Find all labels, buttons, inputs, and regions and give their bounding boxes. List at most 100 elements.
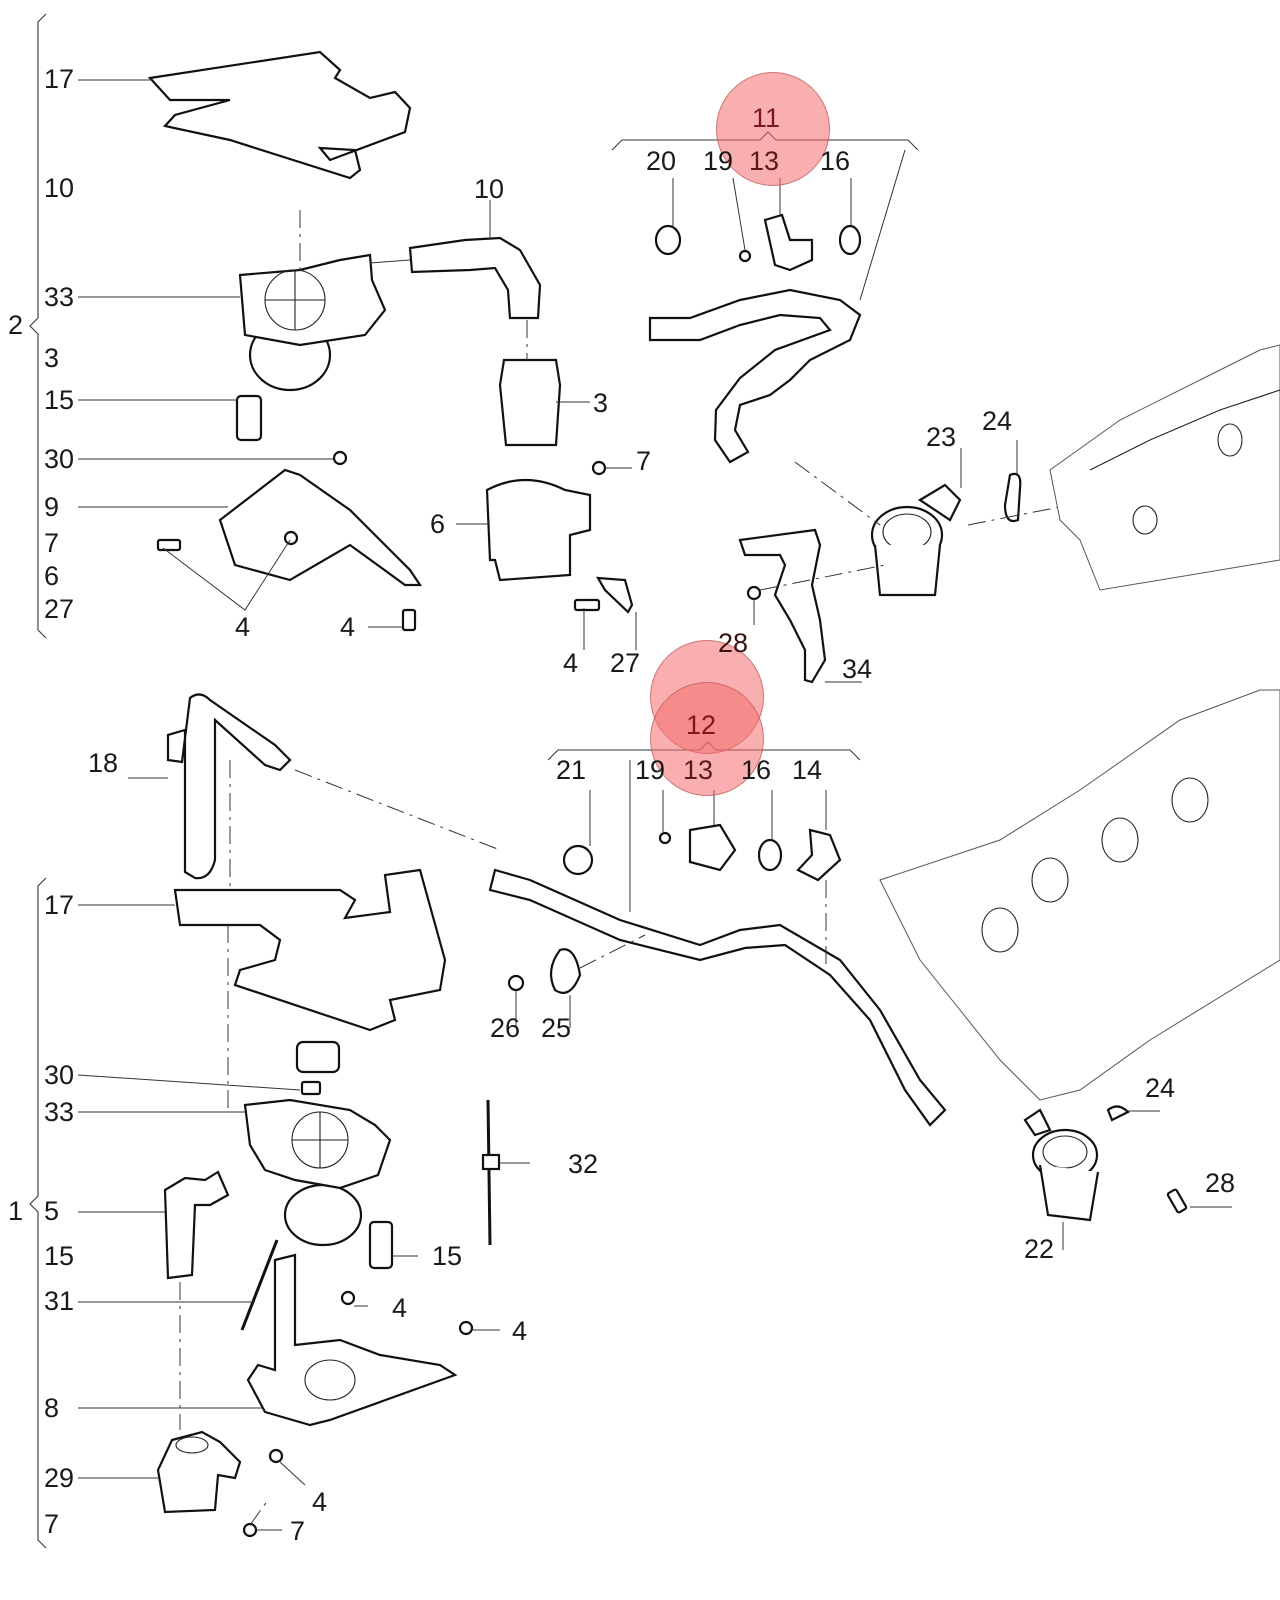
part-8-bracket [246, 1253, 458, 1427]
part-33-air-pump-top [238, 253, 387, 392]
callout-18: 18 [88, 748, 119, 778]
part-34-bracket [738, 528, 827, 684]
part-32-cable-tie [486, 1099, 492, 1246]
part-14-strap [796, 828, 842, 882]
g2-item-6: 6 [44, 561, 60, 591]
callout-13-top: 13 [749, 146, 780, 176]
callout-4-e: 4 [392, 1293, 408, 1323]
part-4-screw-d [573, 598, 601, 612]
callout-16-bottom: 16 [741, 755, 772, 785]
callout-6: 6 [430, 509, 446, 539]
callout-28-top: 28 [718, 628, 749, 658]
g1-item-29: 29 [44, 1463, 75, 1493]
part-10-hose [408, 236, 542, 320]
part-26-bolt [507, 974, 525, 992]
g2-item-9: 9 [44, 492, 60, 522]
callout-7-bottom: 7 [290, 1516, 306, 1546]
callout-32: 32 [568, 1149, 599, 1179]
part-16-clamp-top [838, 224, 862, 256]
callout-14: 14 [792, 755, 823, 785]
g1-item-33: 33 [44, 1097, 75, 1127]
g1-item-17: 17 [44, 890, 75, 920]
kit-12-label: 12 [686, 710, 717, 740]
part-17-bracket-bottom [173, 868, 447, 1032]
callout-26: 26 [490, 1013, 521, 1043]
part-24-gasket-bottom [1106, 1105, 1130, 1122]
kit-11-highlight[interactable] [716, 72, 830, 186]
part-15-sleeve-top [235, 394, 263, 442]
part-19-bolt-bottom [658, 831, 672, 845]
part-22-combi-valve [1023, 1108, 1100, 1222]
part-20-clamp [654, 224, 682, 256]
part-28-bolt-top [746, 585, 762, 601]
part-6-holder [485, 478, 592, 582]
part-4-screw-f [458, 1320, 474, 1336]
g2-item-15: 15 [44, 385, 75, 415]
part-31-cable-tie [240, 1239, 279, 1331]
part-7-nut-bottom [242, 1522, 258, 1538]
part-18-hose [166, 693, 292, 880]
g2-item-17: 17 [44, 64, 75, 94]
part-4-screw-c [401, 608, 417, 632]
callout-7-top: 7 [636, 446, 652, 476]
part-13-bracket-top [763, 213, 814, 272]
callout-4-f: 4 [512, 1316, 528, 1346]
callout-20: 20 [646, 146, 677, 176]
g2-item-27: 27 [44, 594, 75, 624]
callout-22: 22 [1024, 1234, 1055, 1264]
kit-11-label: 11 [752, 103, 781, 133]
callout-27: 27 [610, 648, 641, 678]
part-11-hose [648, 288, 862, 464]
part-15-sleeve-bottom [368, 1220, 394, 1270]
part-23-combi-valve [870, 483, 962, 597]
part-32-tie-clip [481, 1153, 501, 1171]
part-30-clip-top [332, 450, 348, 466]
part-4-screw-a [156, 538, 182, 552]
g2-item-3: 3 [44, 343, 60, 373]
callout-21: 21 [556, 755, 587, 785]
callout-28-bottom: 28 [1205, 1168, 1236, 1198]
part-30-clip-bottom [300, 1080, 322, 1096]
callout-13-bottom: 13 [683, 755, 714, 785]
part-24-gasket-top [1003, 472, 1022, 523]
callout-23: 23 [926, 422, 957, 452]
part-5-elbow [163, 1170, 230, 1280]
g1-item-5: 5 [44, 1196, 60, 1226]
group-1-label: 1 [8, 1196, 24, 1226]
engine-cylinder-head-bottom [879, 689, 1280, 1101]
part-3-connector [498, 358, 562, 447]
callout-4-g: 4 [312, 1487, 328, 1517]
g2-item-30: 30 [44, 444, 75, 474]
callout-24-bottom: 24 [1145, 1073, 1176, 1103]
group-1-brace [29, 877, 47, 1549]
g2-item-33: 33 [44, 282, 75, 312]
part-17-bracket-top [147, 50, 412, 180]
group-2-brace [29, 13, 47, 639]
callout-16-top: 16 [820, 146, 851, 176]
part-16-clamp-bottom [757, 838, 783, 872]
g1-item-31: 31 [44, 1286, 75, 1316]
g1-item-30: 30 [44, 1060, 75, 1090]
callout-15-bottom: 15 [432, 1241, 463, 1271]
callout-3: 3 [593, 388, 609, 418]
g2-item-10: 10 [44, 173, 75, 203]
callout-25: 25 [541, 1013, 572, 1043]
g1-item-7: 7 [44, 1509, 60, 1539]
part-28-bolt-bottom [1166, 1188, 1188, 1214]
part-4-screw-e [340, 1290, 356, 1306]
callout-24-top: 24 [982, 406, 1013, 436]
g1-item-15: 15 [44, 1241, 75, 1271]
part-4-screw-g [268, 1448, 284, 1464]
part-12-pipe [488, 868, 947, 1127]
callout-4-a: 4 [235, 612, 251, 642]
callout-19-bottom: 19 [635, 755, 666, 785]
kit-12-highlight-lower[interactable] [650, 682, 764, 796]
engine-cylinder-head-top [1049, 344, 1280, 591]
part-13-bracket-bottom [688, 823, 737, 872]
part-21-clamp [562, 844, 594, 876]
part-33-air-pump-bottom [243, 1040, 392, 1247]
part-29-connector [156, 1430, 242, 1514]
callout-4-d: 4 [563, 648, 579, 678]
part-27-clip [595, 576, 634, 614]
